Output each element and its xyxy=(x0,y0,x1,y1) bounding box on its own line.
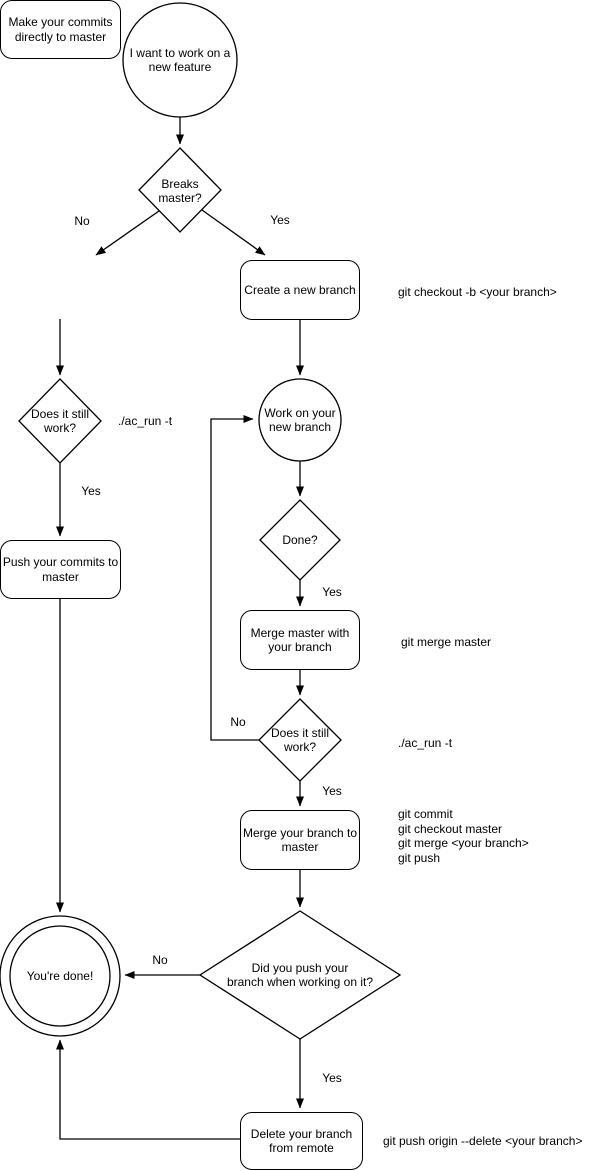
node-create-branch: Create a new branch xyxy=(240,260,360,320)
youre-done-inner-circle-shape xyxy=(9,925,111,1027)
node-breaks-master-label: Breaks master? xyxy=(158,176,202,205)
edge-breaks-no-to-make-commits xyxy=(95,210,160,256)
node-make-commits: Make your commits directly to master xyxy=(0,0,121,59)
breaks-master-diamond-shape xyxy=(138,147,222,233)
node-create-branch-label: Create a new branch xyxy=(244,282,356,297)
node-push-commits: Push your commits to master xyxy=(0,540,121,599)
annotation-cmd-line: git merge <your branch> xyxy=(398,836,529,850)
node-work-branch-label: Work on your new branch xyxy=(264,405,336,434)
annotation-cmd-line: git push xyxy=(398,850,441,865)
edge-label-still2-yes: Yes xyxy=(320,784,344,798)
node-did-push-label: Did you push your branch when working on… xyxy=(226,960,374,989)
annotation-checkout-cmd: git checkout -b <your branch> xyxy=(398,285,557,299)
annotation-cmd-line: git commit xyxy=(398,807,453,821)
node-push-commits-label: Push your commits to master xyxy=(2,555,119,584)
node-done-label: Done? xyxy=(282,532,318,547)
annotation-delete-cmd: git push origin --delete <your branch> xyxy=(383,1134,583,1148)
edge-label-didpush-yes: Yes xyxy=(320,1071,344,1085)
node-delete-branch: Delete your branch from remote xyxy=(240,1112,363,1170)
annotation-cmd-line: git checkout master xyxy=(398,821,503,836)
node-still-work-2-label: Does it still work? xyxy=(270,725,329,754)
node-merge-branch: Merge your branch to master xyxy=(240,810,360,870)
edge-still-work-2-no-loop-to-work-branch xyxy=(210,415,259,741)
node-merge-branch-label: Merge your branch to master xyxy=(242,825,358,854)
node-still-work-1-label: Does it still work? xyxy=(30,406,89,435)
edge-label-breaks-yes: Yes xyxy=(268,213,292,227)
annotation-ac-run-left: ./ac_run -t xyxy=(118,414,173,428)
node-start-label: I want to work on a new feature xyxy=(129,45,231,74)
edge-label-didpush-no: No xyxy=(150,953,170,967)
node-delete-branch-label: Delete your branch from remote xyxy=(250,1126,353,1155)
edge-label-done-yes: Yes xyxy=(320,585,344,599)
annotation-ac-run-right: ./ac_run -t xyxy=(398,736,453,750)
edge-breaks-yes-to-create-branch xyxy=(201,209,266,256)
annotation-merge-branch-cmds: git commit git checkout master git merge… xyxy=(398,807,529,865)
node-merge-master: Merge master with your branch xyxy=(240,610,360,670)
edge-label-still1-yes: Yes xyxy=(79,484,103,498)
node-make-commits-label: Make your commits directly to master xyxy=(8,15,113,44)
edge-label-breaks-no: No xyxy=(72,214,92,228)
annotation-merge-master-cmd: git merge master xyxy=(401,635,492,649)
node-merge-master-label: Merge master with your branch xyxy=(250,625,350,654)
edge-label-still2-no: No xyxy=(228,715,248,729)
edge-delete-branch-to-youre-done xyxy=(56,1039,240,1140)
node-youre-done-label: You're done! xyxy=(26,968,94,983)
